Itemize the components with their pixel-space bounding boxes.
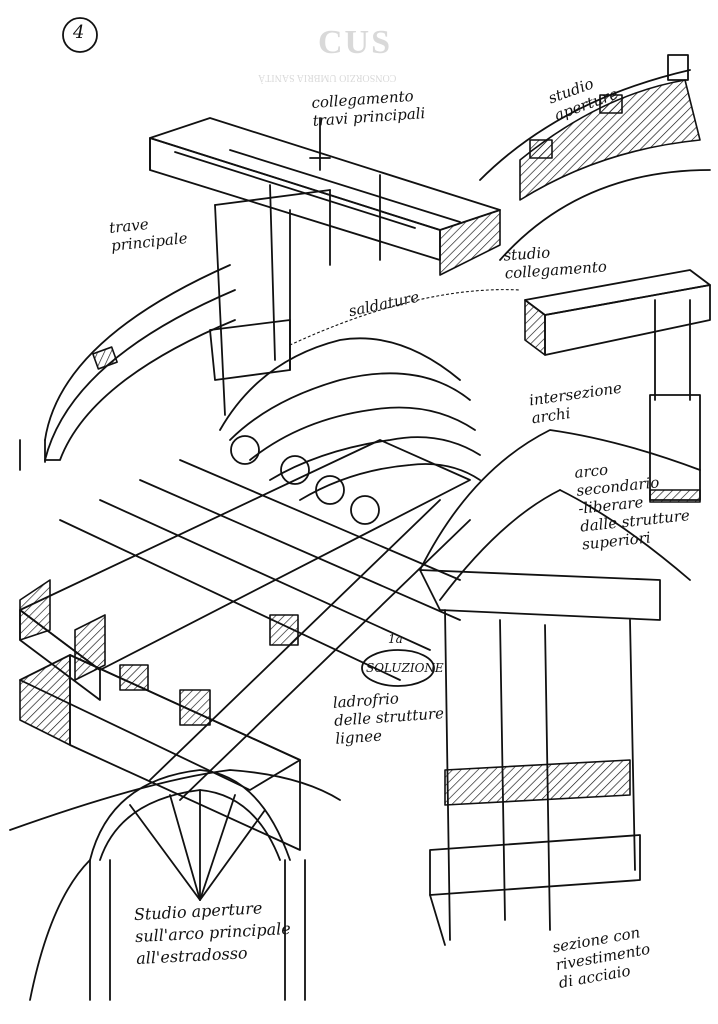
label-soluzione-desc: ladrofrio delle strutture lignee bbox=[332, 689, 445, 748]
roof-tiles bbox=[219, 337, 481, 525]
solution-oval bbox=[361, 649, 435, 687]
label-studio-collegamento: studio collegamento bbox=[502, 243, 608, 283]
page-number: 4 bbox=[73, 22, 85, 43]
letterhead-line: CONSORZIO UMBRIA SANITÀ bbox=[258, 72, 397, 83]
label-soluzione-num: 1a bbox=[388, 632, 403, 646]
bottom-arch bbox=[9, 769, 341, 1001]
letterhead-logo: CUS bbox=[318, 24, 393, 61]
right-pillar bbox=[419, 429, 701, 946]
page-number-circle bbox=[62, 17, 98, 53]
main-beam-assembly bbox=[149, 117, 501, 416]
label-arco-secondario: arco secondario -liberare dalle struttur… bbox=[573, 460, 691, 554]
label-studio-aperture-bottom: Studio aperture sull'arco principale all… bbox=[133, 898, 292, 969]
welding-seam bbox=[289, 289, 521, 346]
label-soluzione: SOLUZIONE bbox=[366, 661, 444, 675]
left-arched-beam bbox=[19, 264, 236, 471]
floor-joists bbox=[19, 439, 471, 851]
top-right-arch bbox=[479, 54, 711, 261]
connection-box bbox=[524, 269, 711, 503]
